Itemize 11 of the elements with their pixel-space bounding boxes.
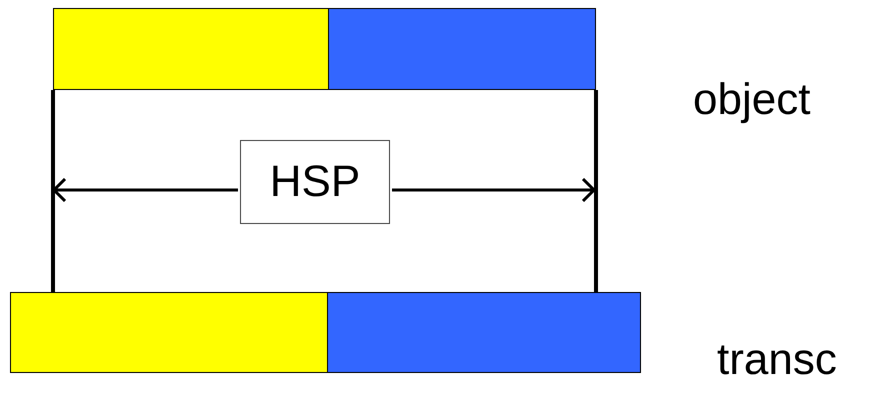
bar-segment — [327, 292, 641, 373]
side-label: transc — [717, 338, 837, 382]
connector-line — [594, 90, 598, 292]
side-label: object — [693, 78, 810, 122]
arrow — [392, 178, 596, 202]
bar-segment — [328, 8, 596, 90]
label-box: HSP — [240, 140, 390, 224]
bar-segment — [53, 8, 329, 90]
arrow — [52, 178, 238, 202]
bar-segment — [10, 292, 328, 373]
connector-line — [51, 90, 55, 292]
